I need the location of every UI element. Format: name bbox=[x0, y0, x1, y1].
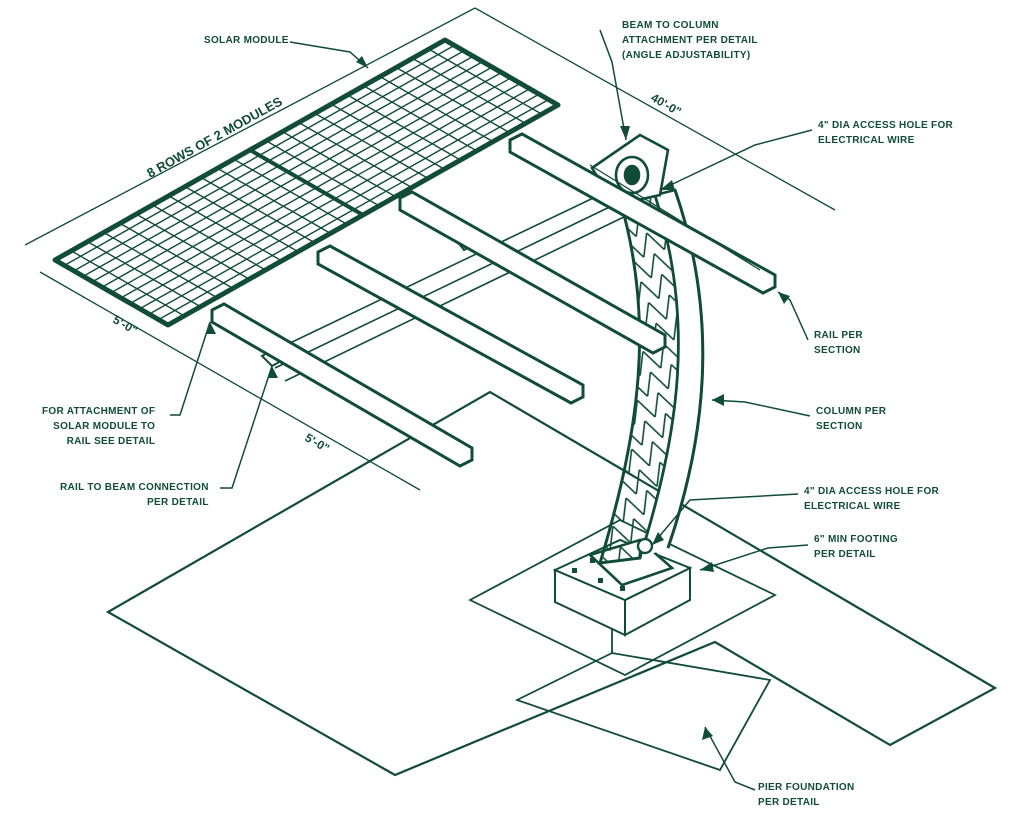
label-pier-foundation: PIER FOUNDATION PER DETAIL bbox=[758, 782, 855, 808]
rail-4 bbox=[508, 132, 777, 295]
label-access-hole-bottom: 4" DIA ACCESS HOLE FOR ELECTRICAL WIRE bbox=[804, 486, 940, 512]
ground-slab bbox=[105, 390, 998, 777]
label-access-hole-top: 4" DIA ACCESS HOLE FOR ELECTRICAL WIRE bbox=[818, 120, 954, 146]
rail-2 bbox=[316, 244, 585, 405]
rail-3 bbox=[398, 190, 667, 355]
solar-module bbox=[52, 37, 561, 328]
main-beam bbox=[264, 189, 631, 382]
label-beam-to-column: BEAM TO COLUMN ATTACHMENT PER DETAIL (AN… bbox=[622, 20, 758, 61]
label-rail-to-beam: RAIL TO BEAM CONNECTION PER DETAIL bbox=[60, 482, 209, 508]
label-rail: RAIL PER SECTION bbox=[814, 330, 863, 356]
rails bbox=[210, 132, 777, 468]
dimension-lines bbox=[24, 7, 836, 491]
leader-arrowheads bbox=[206, 56, 790, 740]
module-divider bbox=[249, 148, 364, 217]
label-footing: 6" MIN FOOTING PER DETAIL bbox=[814, 534, 898, 560]
label-column: COLUMN PER SECTION bbox=[816, 406, 887, 432]
rail-1 bbox=[210, 302, 474, 468]
width-dimension-2: 5'-0" bbox=[303, 430, 332, 455]
access-hole-bottom bbox=[636, 537, 654, 555]
label-module-attachment: FOR ATTACHMENT OF SOLAR MODULE TO RAIL S… bbox=[42, 406, 156, 447]
label-solar-module: SOLAR MODULE bbox=[204, 35, 289, 46]
width-dimension-1: 5'-0" bbox=[111, 312, 140, 337]
